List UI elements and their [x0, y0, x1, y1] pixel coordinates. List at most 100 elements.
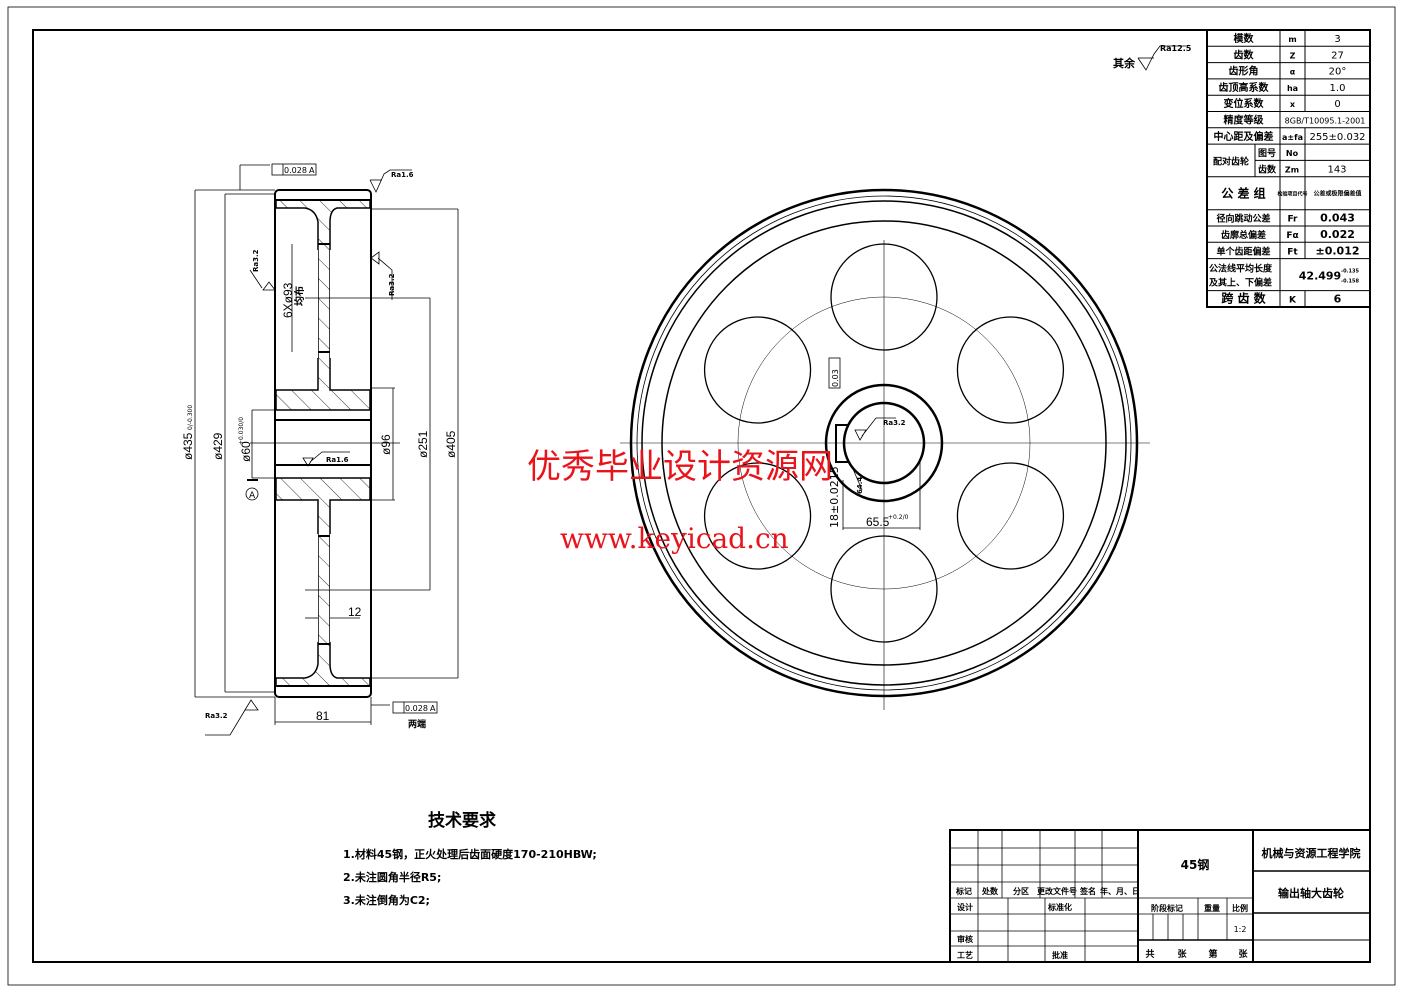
param-symbol: a±fa: [1282, 133, 1303, 142]
param-symbol: ha: [1287, 84, 1298, 93]
param-name: 变位系数: [1224, 97, 1265, 110]
drawing-title: 输出轴大齿轮: [1278, 886, 1344, 900]
title-block-header: 标记: [955, 886, 972, 896]
title-block: 标记处数分区更改文件号签名年、月、日设计标准化审核工艺批准45钢阶段标记重量比例…: [949, 829, 1371, 963]
sheet-count-label: 张: [1177, 948, 1187, 960]
param-name: 齿顶高系数: [1219, 81, 1270, 94]
param-value: 0: [1334, 99, 1340, 110]
tech-req-item: 3.未注倒角为C2;: [343, 893, 430, 907]
base-tangent-name: 及其上、下偏差: [1209, 277, 1272, 289]
param-symbol: Z: [1290, 51, 1296, 60]
runout-bottom-value: 0.028: [405, 704, 428, 713]
lightening-hole: [703, 462, 812, 570]
both-ends-note: 两端: [408, 718, 426, 730]
label-design: 设计: [957, 902, 973, 912]
technical-requirements: 技术要求 1.材料45钢，正火处理后齿面硬度170-210HBW; 2.未注圆角…: [343, 810, 597, 907]
dim-bore: ø60: [239, 441, 253, 462]
dim-width: 81: [316, 709, 330, 723]
mating-sub-value: 143: [1327, 164, 1346, 175]
tol-symbol: Fα: [1286, 231, 1298, 241]
tolerance-check-code: 检验项目代号: [1277, 191, 1307, 198]
watermark-url: www.keyicad.cn: [560, 522, 789, 555]
title-block-header: 分区: [1013, 886, 1029, 896]
mating-sub-name: 图号: [1258, 148, 1276, 159]
table-border: [1206, 29, 1371, 308]
param-name: 模数: [1234, 32, 1255, 45]
mating-sub-symbol: No: [1286, 149, 1299, 158]
bore-keyway-tolerance: +0.2/0: [888, 514, 909, 521]
ra-bottom: Ra3.2: [205, 712, 228, 720]
lightening-holes: [703, 243, 1065, 643]
param-value: 1.0: [1330, 83, 1346, 94]
runout-bottom-datum: A: [430, 704, 436, 713]
label-stage: 阶段标记: [1151, 903, 1183, 913]
tol-symbol: Ft: [1287, 247, 1298, 257]
param-name: 中心距及偏差: [1214, 130, 1274, 143]
param-name: 精度等级: [1224, 114, 1265, 127]
label-approve: 批准: [1052, 950, 1068, 960]
label-weight: 重量: [1204, 903, 1220, 913]
front-ra-bore: Ra3.2: [883, 419, 906, 427]
watermark-site-name: 优秀毕业设计资源网: [527, 447, 833, 487]
dim-405: ø405: [444, 430, 458, 458]
param-value: 20°: [1329, 67, 1347, 78]
sheet-count-label: 第: [1208, 948, 1217, 960]
param-value: 27: [1331, 50, 1344, 61]
tol-name: 径向跳动公差: [1216, 213, 1270, 225]
front-runout-value: 0.03: [831, 369, 840, 387]
ra-left: Ra3.2: [252, 249, 260, 272]
title-block-header: 年、月、日: [1100, 886, 1140, 896]
base-tangent-lower: -0.158: [1341, 279, 1359, 285]
mating-sub-symbol: Zm: [1285, 165, 1299, 174]
title-block-header: 更改文件号: [1037, 886, 1077, 896]
gear-parameter-table: 模数 m 3 齿数 Z 27 齿形角 α 20° 齿顶高系数 ha 1.0 变位系数 x 0 精度等级 8GB/…: [1206, 29, 1371, 308]
param-name: 齿形角: [1229, 65, 1259, 78]
general-finish-value: Ra12.5: [1160, 44, 1192, 53]
param-symbol: x: [1290, 100, 1296, 109]
mating-sub-name: 齿数: [1258, 163, 1277, 175]
param-value: 8GB/T10095.1-2001: [1285, 117, 1366, 126]
dim-web: 12: [348, 605, 362, 619]
base-tangent-value: 42.499: [1299, 270, 1341, 283]
title-block-header: 处数: [981, 886, 999, 896]
tol-name: 齿廓总偏差: [1221, 229, 1266, 241]
runout-top-value: 0.028: [284, 166, 307, 175]
lightening-hole: [830, 243, 938, 351]
span-teeth-symbol: K: [1289, 296, 1297, 306]
school-name: 机械与资源工程学院: [1262, 846, 1361, 860]
dim-tip-tolerance: 0/-0.300: [187, 405, 194, 430]
outer-border: [7, 6, 1396, 986]
lightening-hole: [956, 316, 1065, 424]
bore-outline: [842, 401, 926, 485]
tol-value: 0.043: [1320, 212, 1355, 225]
sheet-count-label: 张: [1238, 948, 1248, 960]
span-teeth-name: 跨 齿 数: [1221, 291, 1266, 306]
lightening-hole: [703, 316, 812, 424]
tol-value: 0.022: [1320, 228, 1355, 241]
dim-bore-tolerance: +0.030/0: [238, 417, 245, 445]
tol-value: ±0.012: [1315, 244, 1359, 257]
dim-tip-diameter: ø435: [181, 432, 195, 460]
label-check: 审核: [957, 934, 973, 944]
side-section-view: 0.028 A 0.028 A 两端 A Ra1.6 Ra3.2 Ra3.2 R…: [181, 163, 459, 736]
tech-req-title: 技术要求: [428, 810, 496, 831]
keyway-width-dim: 18±0.0215: [828, 466, 841, 528]
title-block-header: 签名: [1079, 886, 1096, 896]
param-value: 3: [1334, 34, 1340, 45]
title-block-border: [949, 829, 1371, 963]
mating-gear-label: 配对齿轮: [1213, 155, 1249, 167]
base-tangent-name: 公法线平均长度: [1209, 263, 1273, 275]
drawing-frame: [32, 29, 1371, 963]
label-scale: 比例: [1232, 903, 1248, 913]
dim-holes: 6Xø93: [281, 282, 295, 318]
general-surface-finish: 其余 Ra12.5: [1113, 44, 1192, 71]
bore-keyway-dim: 65.5: [866, 515, 890, 529]
sheet-count-label: 共: [1145, 948, 1154, 960]
general-finish-label: 其余: [1113, 56, 1136, 70]
param-symbol: m: [1288, 35, 1296, 44]
keyway-depth-dim: 64.4: [856, 477, 864, 494]
param-symbol: α: [1290, 68, 1296, 77]
tech-req-item: 1.材料45钢，正火处理后齿面硬度170-210HBW;: [343, 847, 597, 861]
base-tangent-upper: -0.135: [1341, 269, 1359, 275]
